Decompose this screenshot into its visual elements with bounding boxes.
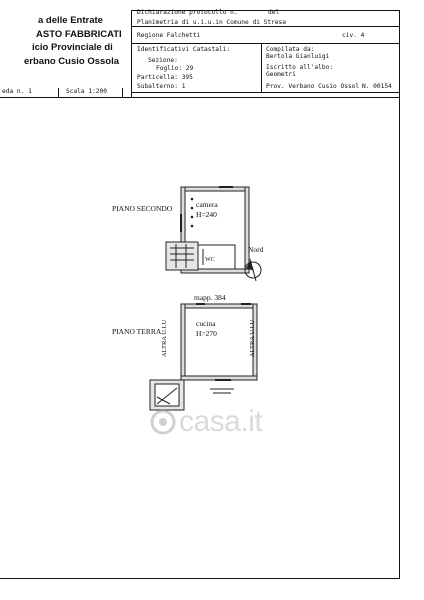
del-label: del	[268, 9, 280, 16]
north-arrow-icon	[244, 258, 262, 282]
form-left-border	[131, 10, 132, 98]
form-row-divider-2	[131, 43, 400, 44]
cucina-height: H=270	[196, 329, 217, 338]
office-heading: a delle Entrate ASTO FABBRICATI icio Pro…	[0, 14, 122, 68]
mappale-label: mapp. 384	[194, 293, 226, 302]
planimetria-label: Planimetria di u.i.u.in Comune di Stresa	[137, 19, 287, 26]
sezione-label: Sezione:	[148, 57, 178, 64]
altra-uiu-right: ALTRA U.I.U	[249, 319, 257, 358]
numero-albo: N. 00154	[362, 83, 392, 90]
camera-height: H=240	[196, 210, 217, 219]
form-top-border	[131, 10, 400, 11]
nord-label: Nord	[248, 245, 264, 254]
office-line-3: icio Provinciale di	[32, 42, 113, 53]
wc-label: WC	[205, 257, 215, 263]
subalterno-label: Subalterno: 1	[137, 83, 186, 90]
scala-label: Scala 1:200	[66, 88, 107, 95]
form-bottom-border	[131, 92, 400, 93]
scheda-divider-1	[58, 88, 59, 97]
foglio-label: Foglio: 29	[156, 65, 194, 72]
form-right-border	[399, 10, 400, 98]
iscritto-label: Iscritto all'albo:	[266, 64, 334, 71]
scheda-label: eda n. 1	[2, 88, 32, 95]
identificativi-label: Identificativi Catastali:	[137, 46, 231, 53]
scheda-divider-2	[122, 88, 123, 97]
albo-value: Geometri	[266, 71, 296, 78]
cucina-label: cucina	[196, 319, 216, 328]
form-row-divider-1	[131, 26, 400, 27]
compilatore-name: Bertola Gianluigi	[266, 53, 330, 60]
office-line-1: a delle Entrate	[38, 15, 103, 26]
drawing-frame	[0, 97, 400, 579]
wc-room	[165, 241, 236, 271]
civico-label: civ. 4	[342, 32, 365, 39]
office-line-4: erbano Cusio Ossola	[24, 55, 120, 67]
dichiarazione-label: Dichiarazione protocollo n.	[137, 9, 238, 16]
watermark-text: casa.it	[179, 405, 263, 438]
provincia-label: Prov. Verbano Cusio Ossol	[266, 83, 360, 90]
altra-uiu-left: ALTRA U.I.U	[161, 319, 169, 358]
watermark: casa.it	[150, 405, 263, 439]
cucina-room	[180, 303, 258, 381]
watermark-logo-icon	[150, 409, 176, 435]
piano-terra-label: PIANO TERRA	[112, 327, 162, 336]
camera-label: camera	[196, 200, 218, 209]
office-line-2: ASTO FABBRICATI	[36, 28, 122, 40]
regione-label: Regione Falchetti	[137, 32, 201, 39]
piano-secondo-label: PIANO SECONDO	[112, 204, 173, 213]
compilata-label: Compilata da:	[266, 46, 315, 53]
particella-label: Particella: 395	[137, 74, 193, 81]
annex-room	[149, 379, 185, 411]
form-col-divider	[261, 43, 262, 92]
cucina-threshold	[210, 388, 234, 394]
